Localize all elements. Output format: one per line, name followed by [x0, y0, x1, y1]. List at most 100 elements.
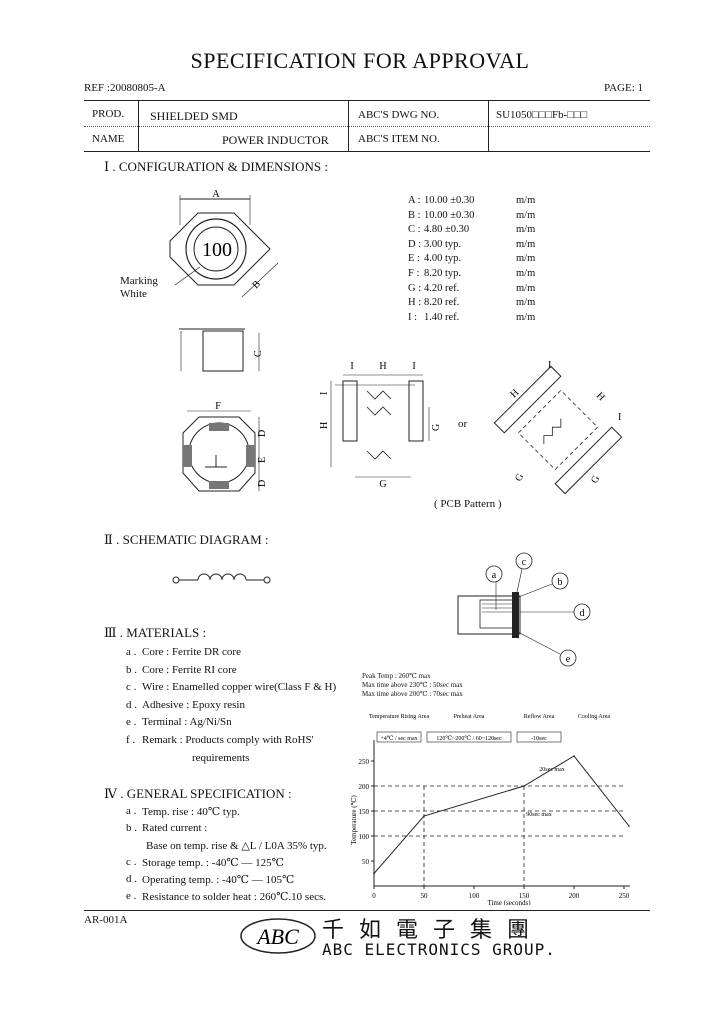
- name-label: NAME: [92, 133, 125, 145]
- x-tick-label: 100: [469, 892, 480, 900]
- dimension-letter: H :: [408, 297, 422, 309]
- profile-point: [423, 815, 425, 817]
- side-view-drawing: C: [179, 328, 264, 372]
- zone-label: Reflow Area: [524, 713, 555, 720]
- top-view-outline: [169, 212, 271, 286]
- spec-text: Rated current :: [142, 822, 208, 834]
- zone-value: -10sec: [531, 736, 547, 742]
- header-divider-3: [488, 100, 489, 151]
- dimension-letter: C :: [408, 224, 421, 236]
- label-i-right: I: [412, 361, 415, 372]
- company-name-english: ABC ELECTRONICS GROUP.: [322, 940, 556, 959]
- y-tick-label: 200: [359, 783, 370, 791]
- form-code: AR-001A: [84, 914, 128, 926]
- zone-box: [516, 731, 562, 743]
- y-axis-label: Temperature (℃): [350, 795, 358, 845]
- dimension-letter: I :: [408, 311, 418, 323]
- callout-b: b: [558, 577, 563, 588]
- dimension-value: 4.20 ref.: [424, 282, 460, 294]
- callout-d: d: [580, 608, 585, 619]
- x-tick-label: 50: [421, 892, 429, 900]
- label-i-diag-right: I: [618, 412, 621, 423]
- dimension-value: 8.20 ref.: [424, 297, 460, 309]
- footer-rule: [84, 910, 650, 911]
- diag-pad-top: [493, 365, 562, 434]
- section-materials-title: Ⅲ . MATERIALS :: [104, 625, 207, 640]
- dimension-unit: m/m: [516, 224, 536, 236]
- material-key: b .: [126, 663, 137, 676]
- dimension-unit: m/m: [516, 209, 536, 221]
- profile-point: [523, 785, 525, 787]
- product-line-2: POWER INDUCTOR: [222, 133, 329, 147]
- side-view-body: [202, 330, 244, 372]
- x-tick-label: 250: [619, 892, 630, 900]
- terminal-section: [512, 592, 519, 638]
- material-key: a .: [126, 646, 137, 658]
- prod-label: PROD.: [92, 108, 125, 120]
- label-f: F: [215, 401, 221, 412]
- section-configuration-title: Ⅰ . CONFIGURATION & DIMENSIONS :: [104, 159, 328, 174]
- label-e: E: [257, 457, 268, 463]
- top-view-drawing: A 100 B: [169, 189, 279, 298]
- zone-label: Cooling Area: [578, 714, 610, 720]
- spec-key: e .: [126, 890, 137, 902]
- pcb-pattern-rect: I H I H I G G: [319, 361, 442, 490]
- label-g-diag-left: G: [513, 472, 526, 484]
- reference-number: REF :20080805-A: [84, 82, 166, 94]
- item-label: ABC'S ITEM NO.: [358, 133, 440, 145]
- spec-text: Base on temp. rise & △L / L0A 35% typ.: [146, 840, 327, 852]
- material-key: f .: [126, 733, 136, 746]
- callout-c-top: c: [522, 557, 527, 568]
- cross-section-drawing: a c b d e: [457, 552, 591, 667]
- y-tick-label: 250: [359, 758, 370, 766]
- terminal-bottom: [209, 481, 229, 489]
- terminal-right: [246, 445, 255, 467]
- dimension-unit: m/m: [516, 297, 536, 309]
- dimension-letter: E :: [408, 253, 420, 265]
- inner-label-90sec: 90sec max: [526, 812, 552, 818]
- y-tick-label: 150: [359, 808, 370, 816]
- header-divider-1: [138, 100, 139, 151]
- material-key: c .: [126, 681, 137, 693]
- spec-text: Storage temp. : -40℃ — 125℃: [142, 857, 284, 869]
- logo-text: ABC: [255, 924, 299, 949]
- marking-leader: [174, 266, 201, 286]
- label-a: A: [212, 189, 220, 200]
- zone-value: +4℃ / sec max: [380, 735, 417, 742]
- reflow-profile-chart: Temperature Rising Area+4℃ / sec maxPreh…: [350, 713, 630, 905]
- abc-logo: ABC: [240, 918, 316, 954]
- label-g-side: G: [431, 424, 442, 431]
- material-text: Core : Ferrite RI core: [142, 663, 237, 676]
- bottom-view-drawing: F D E D: [182, 401, 268, 492]
- pcb-pattern-diagonal: H H I I G G: [493, 360, 623, 495]
- callout-e: e: [566, 654, 571, 665]
- label-d-bottom: D: [257, 480, 268, 487]
- dimension-unit: m/m: [516, 282, 536, 294]
- spec-text: Operating temp. : -40℃ — 105℃: [142, 874, 295, 886]
- material-key: d .: [126, 698, 137, 711]
- header-mid-rule: [84, 126, 650, 127]
- spec-key: a .: [126, 805, 137, 817]
- label-g-bottom: G: [379, 479, 386, 490]
- marking-color-label: White: [120, 288, 147, 300]
- profile-point: [573, 755, 575, 757]
- material-text: Terminal : Ag/Ni/Sn: [142, 716, 232, 728]
- profile-point: [373, 872, 375, 875]
- zone-box: [376, 731, 422, 743]
- dimension-unit: m/m: [516, 238, 536, 250]
- label-h-side: H: [319, 422, 330, 429]
- dimension-value: 1.40 ref.: [424, 311, 460, 323]
- header-top-rule: [84, 100, 650, 101]
- or-label: or: [458, 418, 468, 430]
- dimension-b-line: [241, 262, 279, 298]
- section-general-spec-title: Ⅳ . GENERAL SPECIFICATION :: [104, 786, 292, 801]
- label-d-top: D: [257, 430, 268, 437]
- top-view-inner-ring: [193, 226, 239, 272]
- page-number: PAGE: 1: [604, 82, 644, 94]
- material-text: Remark : Products comply with RoHS': [142, 733, 314, 746]
- dimension-value: 10.00 ±0.30: [424, 195, 475, 206]
- dimension-letter: A :: [408, 195, 421, 206]
- dimension-letter: G :: [408, 282, 422, 294]
- spec-key: d .: [126, 873, 137, 885]
- company-name-chinese: 千 如 電 子 集 團: [322, 918, 533, 943]
